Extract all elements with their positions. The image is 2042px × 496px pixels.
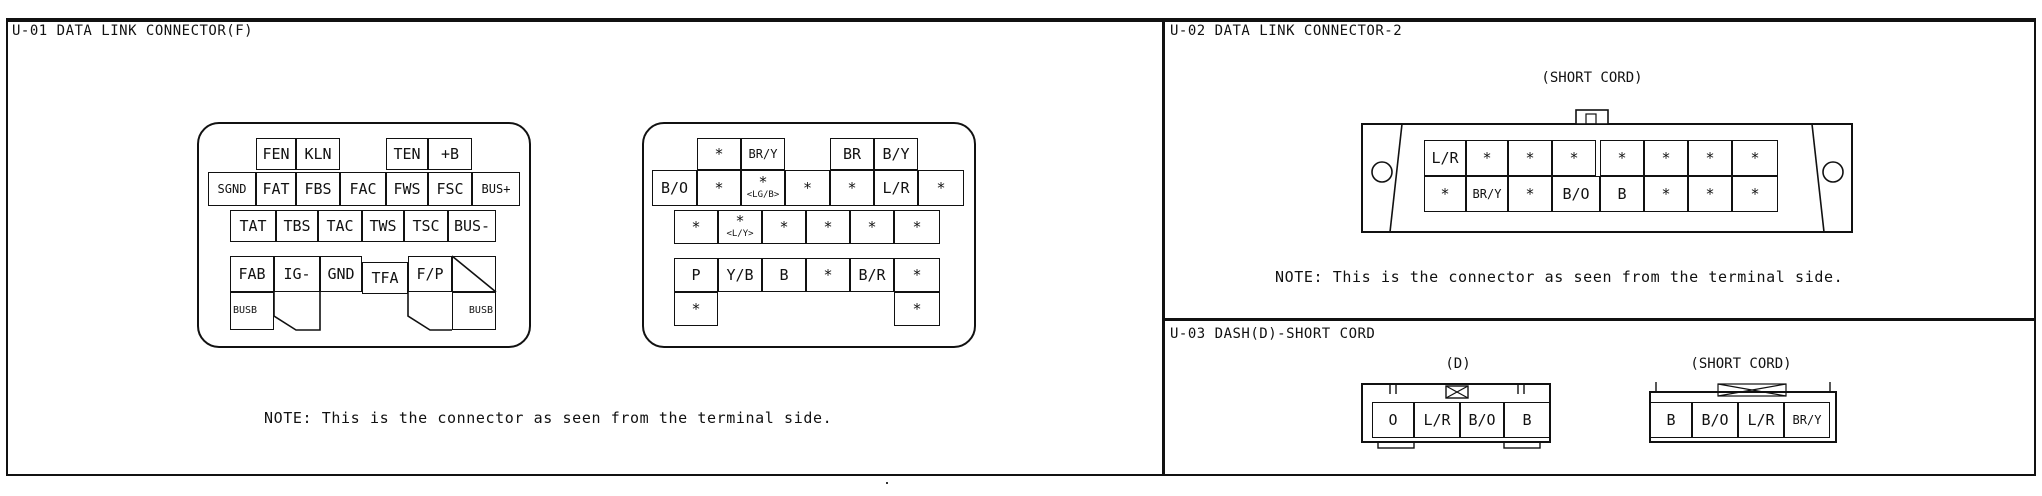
pin-r4-5: B/R: [850, 258, 894, 292]
pin-r3-6: *: [894, 210, 940, 244]
u02-pin-7: *: [1688, 140, 1732, 176]
pin-r2-7: *: [918, 170, 964, 206]
horizontal-divider: [1164, 318, 2036, 321]
pin-plus-b: +B: [428, 138, 472, 170]
vertical-divider: [1162, 18, 1165, 476]
pin-fen: FEN: [256, 138, 296, 170]
u02-pin-1: L/R: [1424, 140, 1466, 176]
pin-r2-2: *: [697, 170, 741, 206]
u03-right-pin-3: L/R: [1738, 402, 1784, 438]
pin-kln: KLN: [296, 138, 340, 170]
pin-r4-6: *: [894, 258, 940, 292]
pin-bus-plus: BUS+: [472, 172, 520, 206]
pin-r3-2-main: *: [735, 212, 745, 231]
short-cord-label: (SHORT CORD): [1690, 356, 1792, 372]
pin-tws: TWS: [362, 210, 404, 242]
u02-pin-13: B: [1600, 176, 1644, 212]
pin-r1-3: BR: [830, 138, 874, 170]
pin-sgnd: SGND: [208, 172, 256, 206]
u02-pin-12: B/O: [1552, 176, 1600, 212]
pin-tsc: TSC: [404, 210, 448, 242]
pin-fsc: FSC: [428, 172, 472, 206]
pin-r4-4: *: [806, 258, 850, 292]
pin-r3-4: *: [806, 210, 850, 244]
u03-left-pin-1: O: [1372, 402, 1414, 438]
u02-pin-10: BR/Y: [1466, 176, 1508, 212]
panel-title: U-02 DATA LINK CONNECTOR-2: [1170, 23, 1403, 39]
pin-r3-2: *<L/Y>: [718, 210, 762, 244]
pin-fac: FAC: [340, 172, 386, 206]
pin-r2-3-sub: <LG/B>: [746, 190, 780, 201]
pin-r1-4: B/Y: [874, 138, 918, 170]
u02-pin-5: *: [1600, 140, 1644, 176]
d-label: (D): [1445, 356, 1471, 372]
u02-pin-15: *: [1688, 176, 1732, 212]
u02-pin-2: *: [1466, 140, 1508, 176]
pin-r2-4: *: [785, 170, 830, 206]
pin-busb-right: BUSB: [452, 292, 496, 330]
u03-right-pin-1: B: [1650, 402, 1692, 438]
pin-r3-2-sub: <L/Y>: [726, 229, 754, 240]
pin-r1-1: *: [697, 138, 741, 170]
panel-title: U-03 DASH(D)-SHORT CORD: [1170, 326, 1376, 342]
pin-r3-3: *: [762, 210, 806, 244]
terminal-side-note: NOTE: This is the connector as seen from…: [264, 409, 833, 427]
u03-left-pin-3: B/O: [1460, 402, 1504, 438]
pin-ig-minus: IG-: [274, 256, 320, 292]
pin-r4-2: Y/B: [718, 258, 762, 292]
pin-tfa: TFA: [362, 262, 408, 294]
pin-gnd: GND: [320, 256, 362, 292]
pin-r3-5: *: [850, 210, 894, 244]
u02-pin-4: *: [1552, 140, 1596, 176]
pin-busb-left: BUSB: [230, 292, 274, 330]
pin-r2-3: *<LG/B>: [741, 170, 785, 206]
pin-tbs: TBS: [276, 210, 318, 242]
u03-right-pin-2: B/O: [1692, 402, 1738, 438]
pin-r2-1: B/O: [652, 170, 697, 206]
pin-r4-3: B: [762, 258, 806, 292]
panel-title: U-01 DATA LINK CONNECTOR(F): [12, 23, 254, 39]
short-cord-label: (SHORT CORD): [1541, 70, 1643, 86]
pin-tac: TAC: [318, 210, 362, 242]
pin-tat: TAT: [230, 210, 276, 242]
pin-fws: FWS: [386, 172, 428, 206]
u02-pin-8: *: [1732, 140, 1778, 176]
pin-r2-6: L/R: [874, 170, 918, 206]
u02-pin-3: *: [1508, 140, 1552, 176]
pin-r4-1: P: [674, 258, 718, 292]
u02-pin-11: *: [1508, 176, 1552, 212]
pin-r1-2: BR/Y: [741, 138, 785, 170]
terminal-side-note: NOTE: This is the connector as seen from…: [1275, 268, 1844, 286]
u02-pin-9: *: [1424, 176, 1466, 212]
pin-ten: TEN: [386, 138, 428, 170]
pin-r2-5: *: [830, 170, 874, 206]
pin-bus-minus: BUS-: [448, 210, 496, 242]
pin-r5-1: *: [674, 292, 718, 326]
u03-left-pin-2: L/R: [1414, 402, 1460, 438]
pin-fat: FAT: [256, 172, 296, 206]
pin-fp: F/P: [408, 256, 452, 292]
u02-pin-6: *: [1644, 140, 1688, 176]
pin-r3-1: *: [674, 210, 718, 244]
u03-right-pin-4: BR/Y: [1784, 402, 1830, 438]
pin-fbs: FBS: [296, 172, 340, 206]
pin-r5-2: *: [894, 292, 940, 326]
pin-r2-3-main: *: [758, 173, 768, 192]
stray-mark: [886, 482, 888, 484]
u02-pin-16: *: [1732, 176, 1778, 212]
pin-fab: FAB: [230, 256, 274, 292]
u03-left-pin-4: B: [1504, 402, 1550, 438]
diagram-frame: [6, 18, 2036, 476]
u02-pin-14: *: [1644, 176, 1688, 212]
